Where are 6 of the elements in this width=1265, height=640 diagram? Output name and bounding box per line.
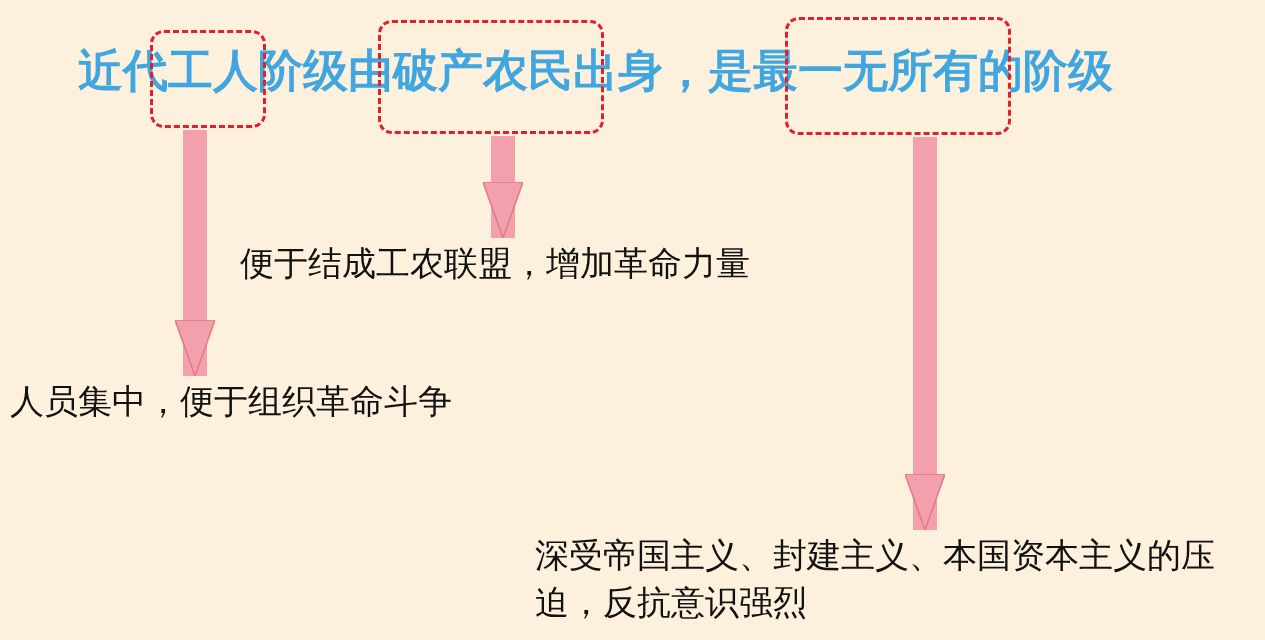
result-text: 深受帝国主义、封建主义、本国资本主义的压迫，反抗意识强烈 bbox=[535, 532, 1225, 626]
result-text: 人员集中，便于组织革命斗争 bbox=[10, 378, 452, 425]
down-arrow bbox=[482, 136, 524, 239]
down-arrow bbox=[174, 130, 216, 377]
down-arrow bbox=[904, 137, 946, 531]
result-text: 便于结成工农联盟，增加革命力量 bbox=[240, 240, 750, 287]
